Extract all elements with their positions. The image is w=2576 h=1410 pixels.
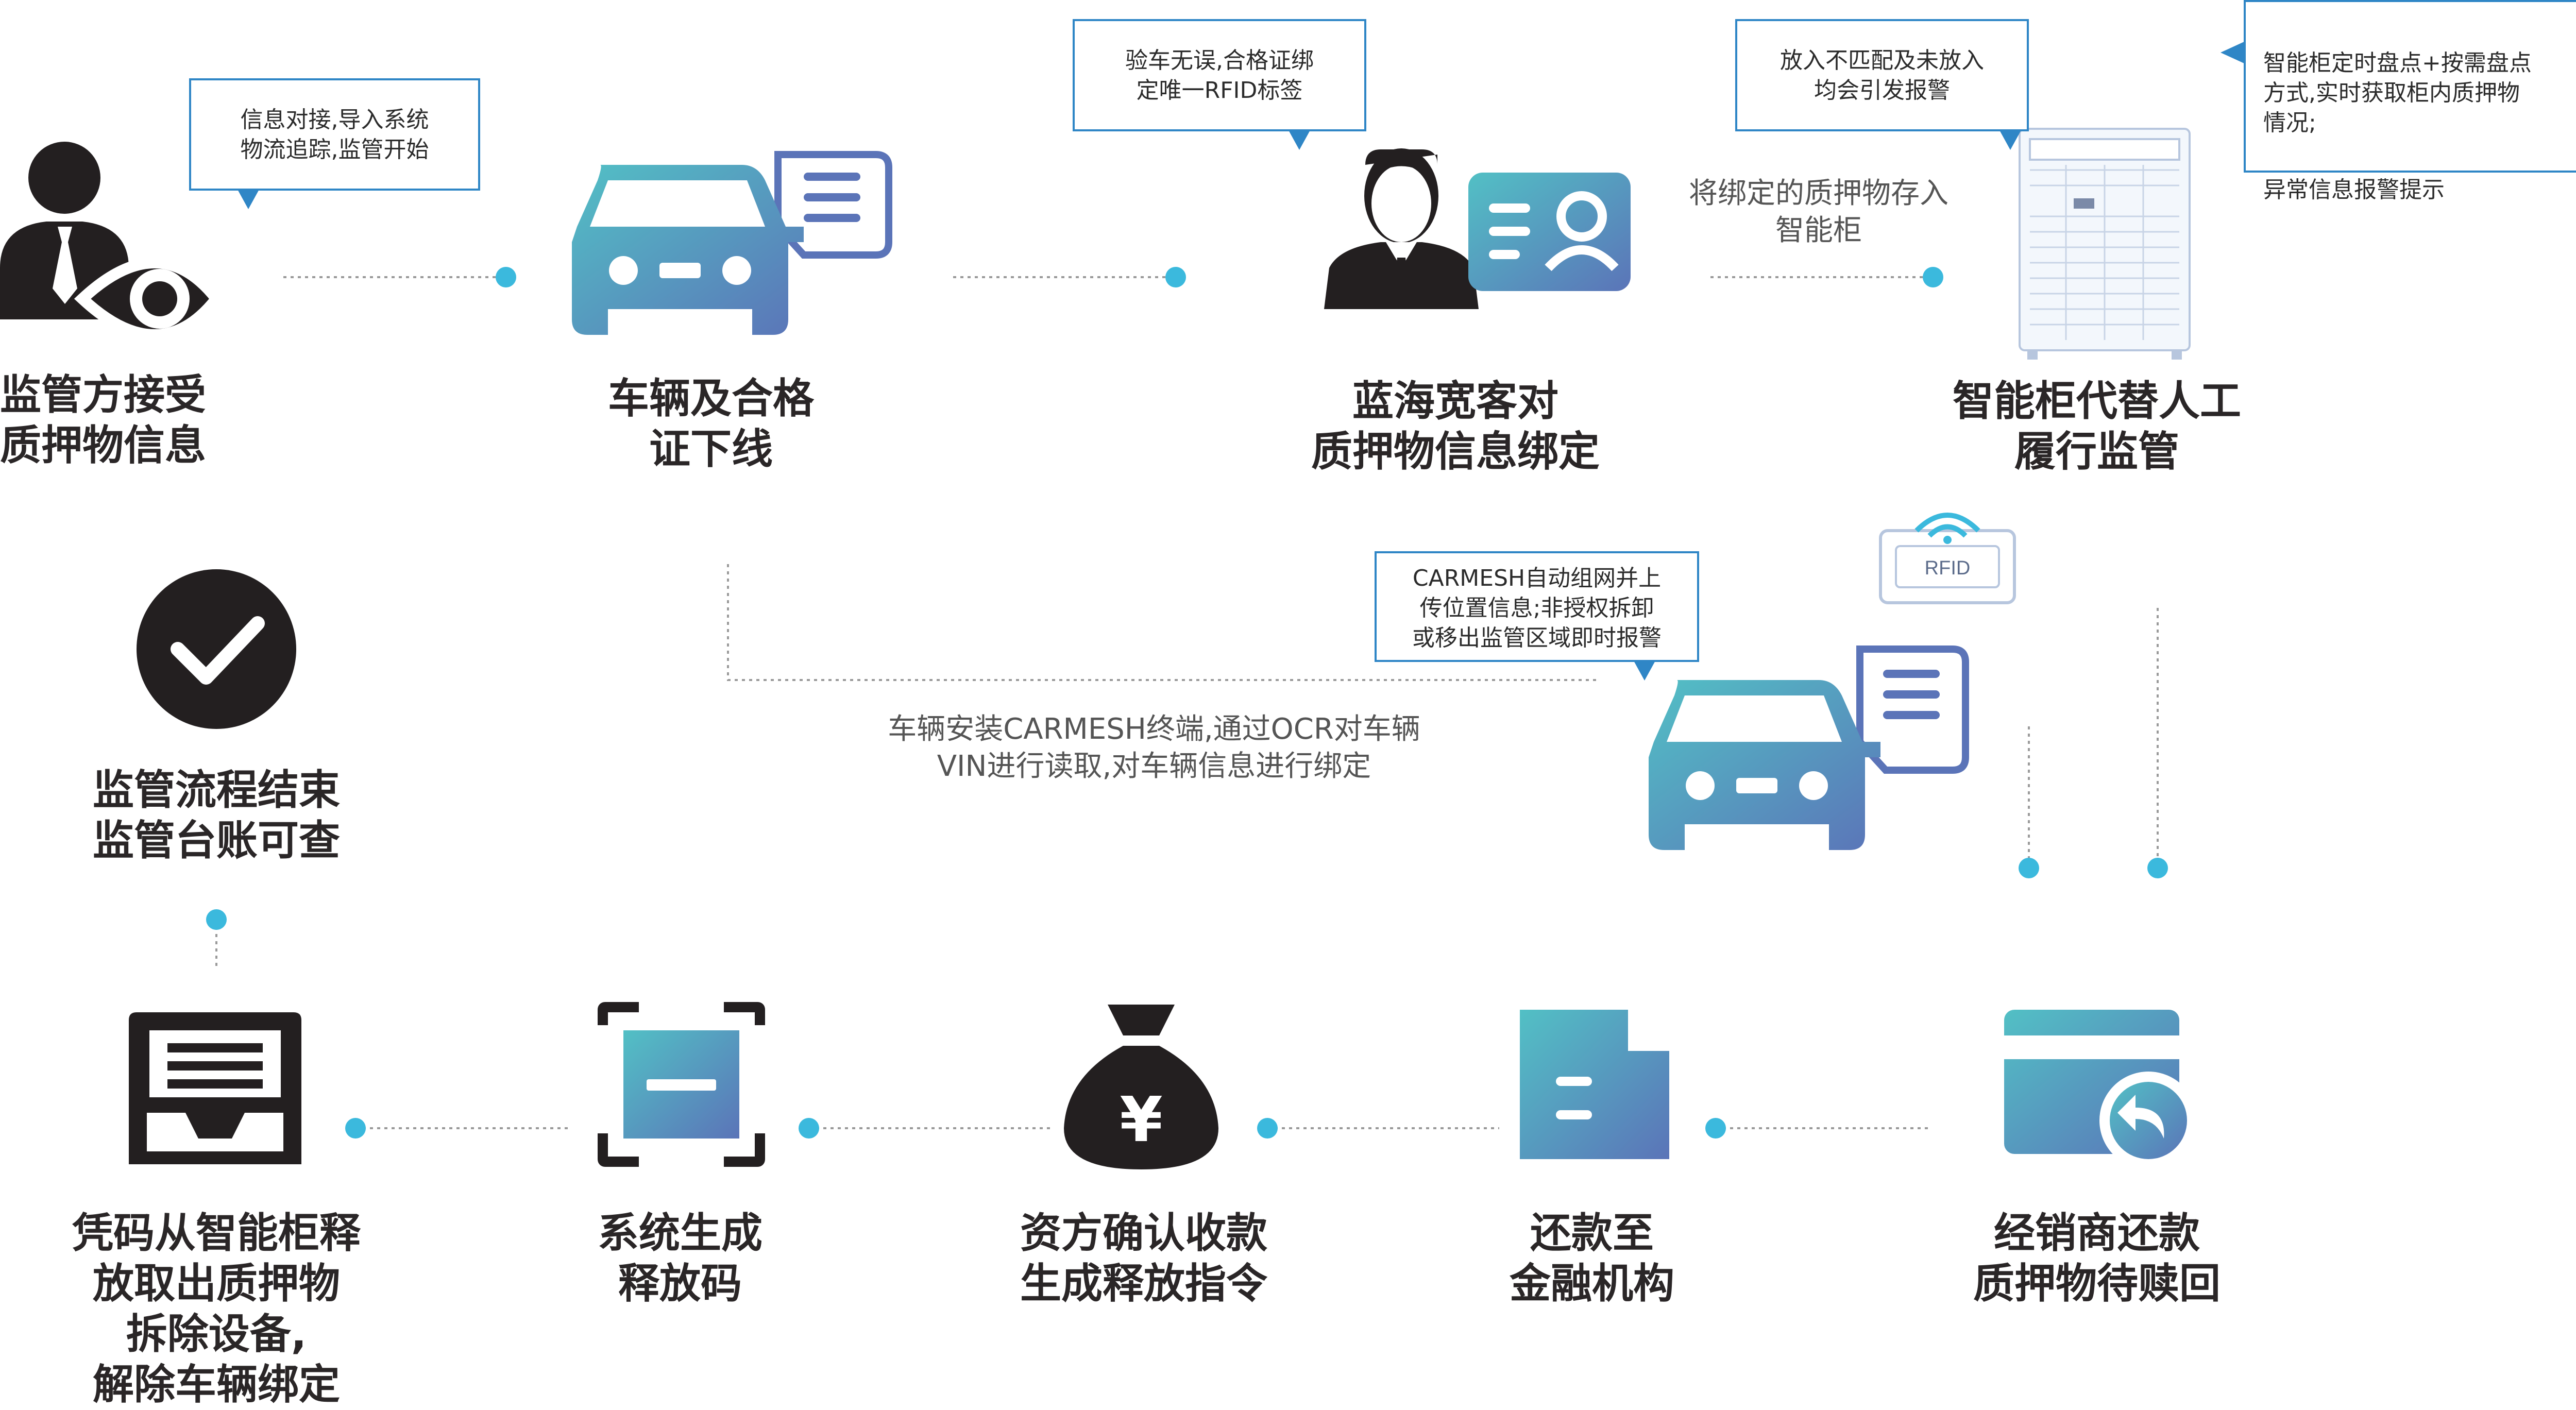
callout-inventory-alarm: 异常信息报警提示 bbox=[2263, 177, 2445, 203]
smart-cabinet-icon bbox=[2019, 128, 2191, 360]
callout-tail bbox=[1288, 129, 1311, 150]
callout-mismatch-alarm: 放入不匹配及未放入 均会引发报警 bbox=[1735, 19, 2029, 131]
callout-tail bbox=[2221, 41, 2245, 64]
step-title-dealer-repay: 经销商还款 质押物待赎回 bbox=[1973, 1209, 2221, 1307]
dot bbox=[345, 1118, 366, 1139]
car-terminal-icon bbox=[1649, 645, 1969, 850]
callout-tail bbox=[237, 189, 260, 209]
step-title-vehicle-offline: 车辆及合格 证下线 bbox=[608, 375, 814, 473]
money-bag-icon: ¥ bbox=[1064, 1005, 1218, 1169]
dot bbox=[1257, 1118, 1278, 1139]
step-title-binding: 蓝海宽客对 质押物信息绑定 bbox=[1311, 377, 1600, 475]
dot bbox=[799, 1118, 819, 1139]
check-circle-icon bbox=[137, 569, 296, 729]
dot bbox=[2147, 858, 2168, 878]
step-title-confirm-payment: 资方确认收款 生成释放指令 bbox=[1020, 1209, 1267, 1307]
dot bbox=[496, 267, 516, 287]
callout-info-import: 信息对接,导入系统 物流追踪,监管开始 bbox=[189, 78, 480, 191]
dot bbox=[1165, 267, 1186, 287]
yen-symbol: ¥ bbox=[1120, 1084, 1163, 1156]
document-bank-icon bbox=[1520, 1010, 1669, 1159]
step-title-process-end: 监管流程结束 监管台账可查 bbox=[93, 766, 340, 864]
callout-inventory-text: 智能柜定时盘点+按需盘点 方式,实时获取柜内质押物 情况; bbox=[2263, 50, 2532, 136]
note-install-terminal: 车辆安装CARMESH终端,通过OCR对车辆 VIN进行读取,对车辆信息进行绑定 bbox=[888, 712, 1420, 783]
callout-tail bbox=[1999, 129, 2022, 150]
callout-inventory: 智能柜定时盘点+按需盘点 方式,实时获取柜内质押物 情况; 异常信息报警提示 bbox=[2244, 0, 2576, 203]
rfid-label: RFID bbox=[1925, 557, 1971, 579]
callout-carmesh: CARMESH自动组网并上 传位置信息;非授权拆卸 或移出监管区域即时报警 bbox=[1375, 551, 1699, 662]
person-id-card-icon bbox=[1324, 148, 1631, 309]
scan-code-icon bbox=[598, 1002, 765, 1167]
rfid-tag-icon: RFID bbox=[1879, 513, 2016, 604]
step-title-release-code: 系统生成 释放码 bbox=[598, 1209, 762, 1307]
connector-dots bbox=[206, 267, 2168, 1139]
note-store-cabinet: 将绑定的质押物存入 智能柜 bbox=[1689, 177, 1948, 247]
step-title-release-vehicle: 凭码从智能柜释 放取出质押物 拆除设备, 解除车辆绑定 bbox=[72, 1209, 361, 1408]
dot bbox=[2019, 858, 2039, 878]
callout-rfid-binding: 验车无误,合格证绑 定唯一RFID标签 bbox=[1073, 19, 1366, 131]
card-return-icon bbox=[2004, 1010, 2197, 1169]
connectors bbox=[215, 276, 2159, 1129]
car-document-icon bbox=[572, 151, 892, 335]
callout-tail bbox=[1633, 660, 1656, 681]
step-title-receive-info: 监管方接受 质押物信息 bbox=[0, 371, 206, 469]
step-title-smart-cabinet: 智能柜代替人工 履行监管 bbox=[1953, 377, 2241, 475]
supervisor-eye-icon bbox=[0, 142, 224, 341]
dot bbox=[206, 909, 227, 930]
inbox-tray-icon bbox=[129, 1012, 301, 1164]
step-title-repay-bank: 还款至 金融机构 bbox=[1510, 1209, 1674, 1307]
connector-install bbox=[727, 564, 1597, 681]
dot bbox=[1923, 267, 1943, 287]
dot bbox=[1705, 1118, 1726, 1139]
